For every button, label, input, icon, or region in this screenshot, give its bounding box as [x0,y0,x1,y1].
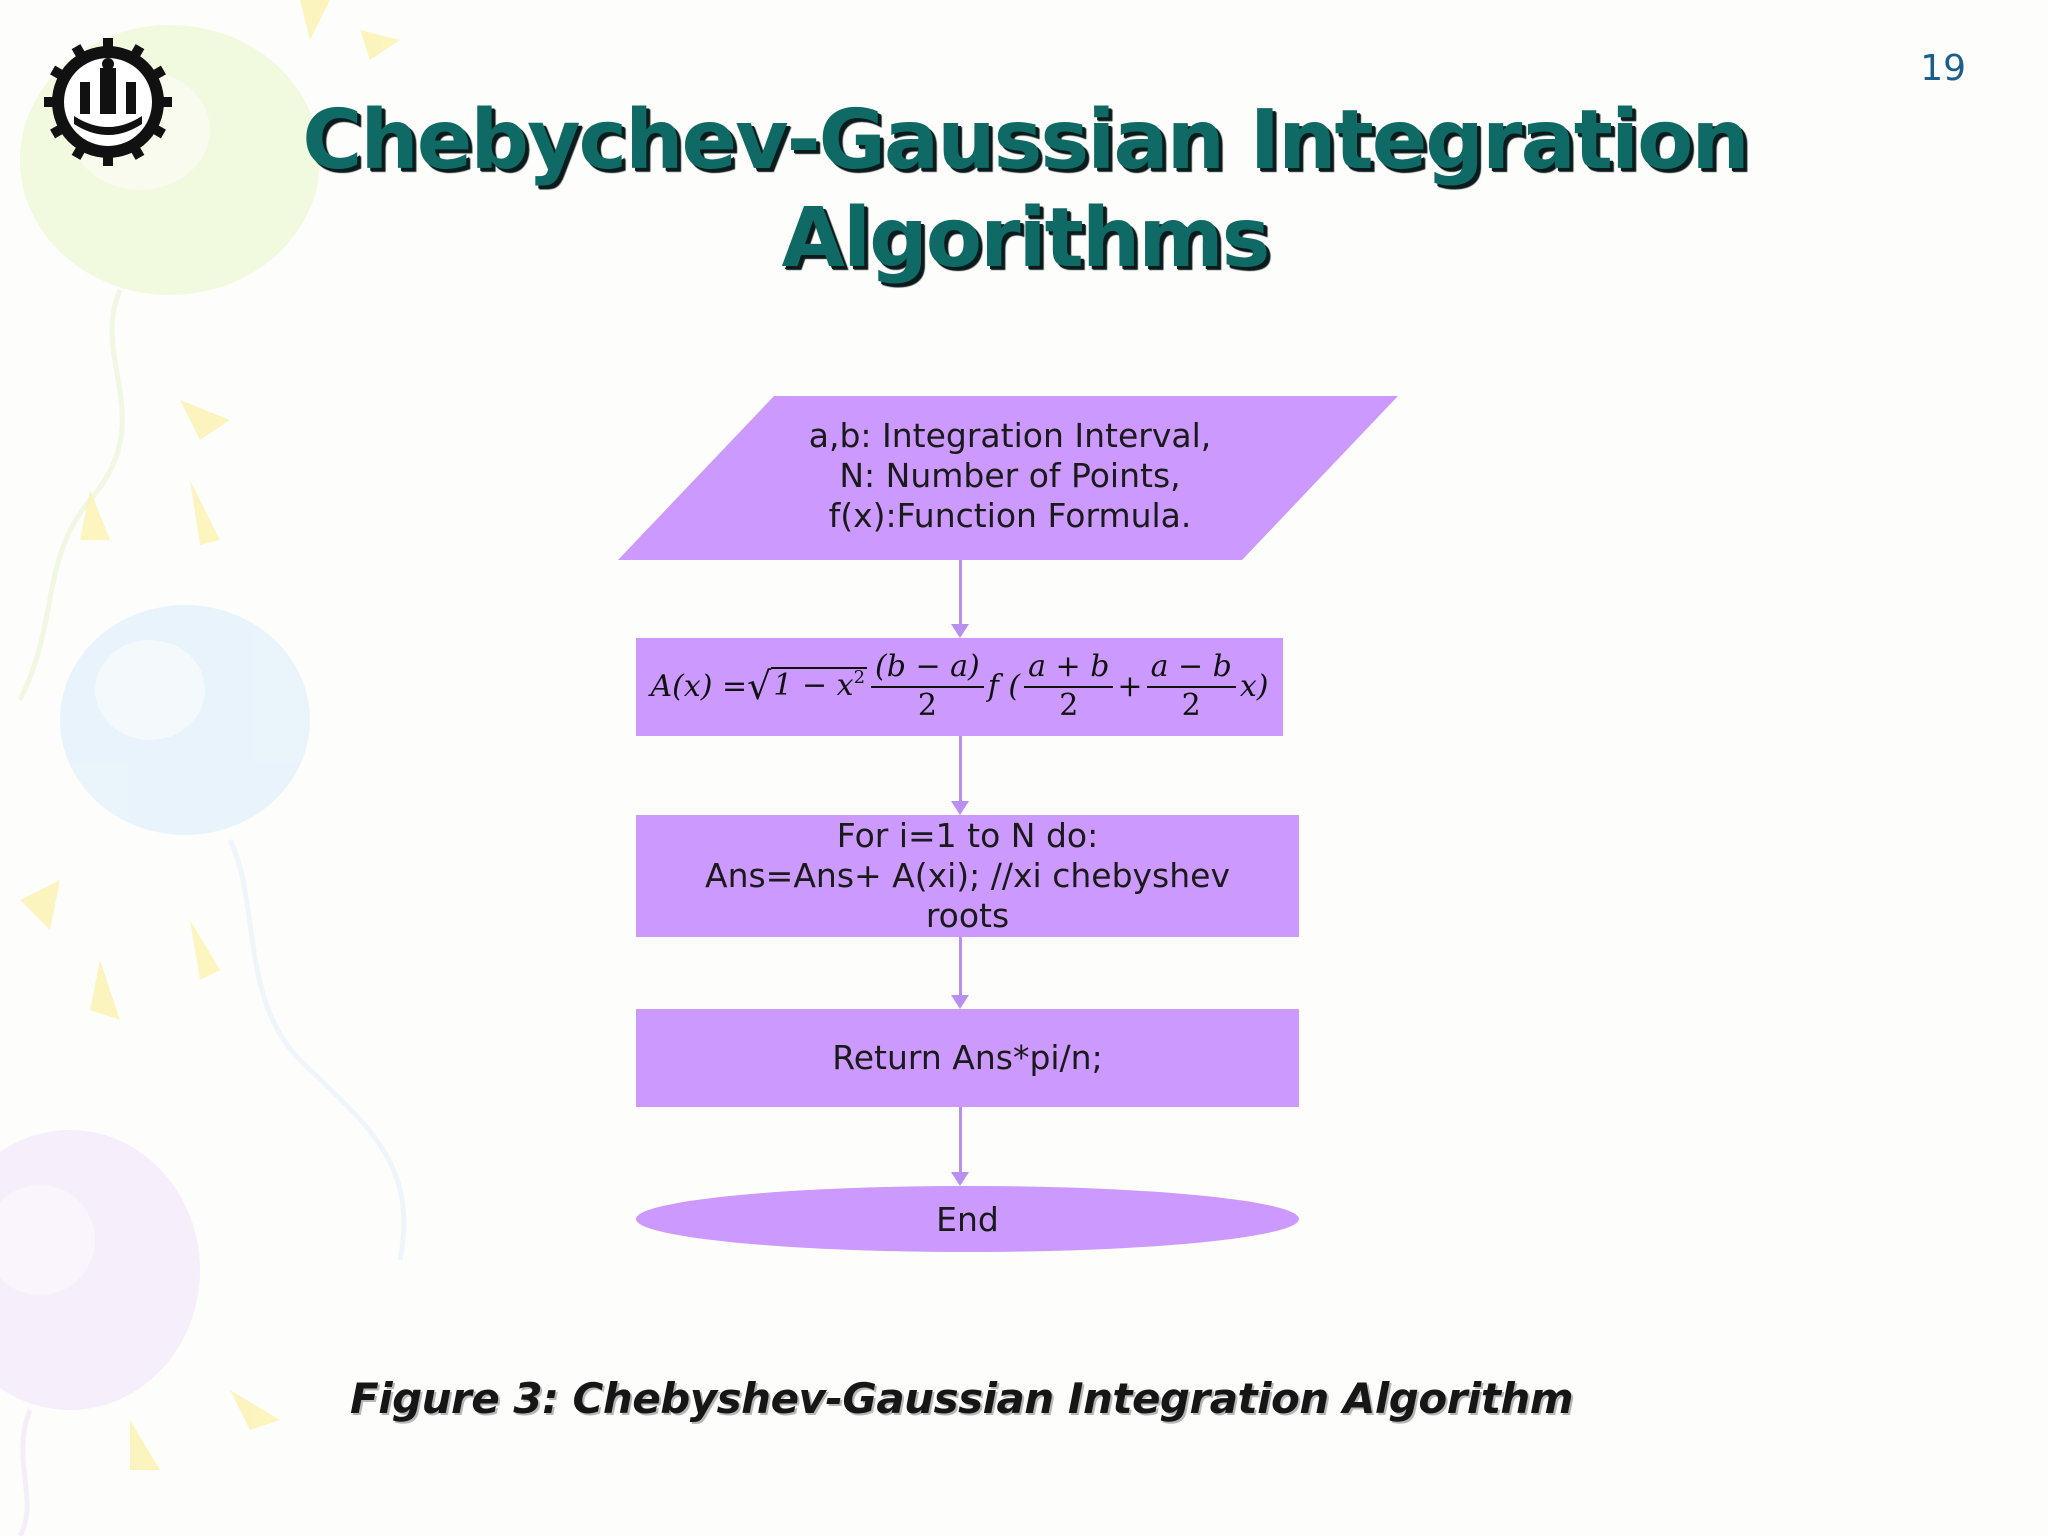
connector-4-arrow [951,1172,969,1186]
loop-line-3: roots [925,896,1010,935]
figure-caption: Figure 3: Chebyshev-Gaussian Integration… [350,1374,1574,1423]
input-line-interval: a,b: Integration Interval, [808,416,1212,455]
formula-plus: + [1117,669,1143,704]
formula-fraction-3: a − b 2 [1146,650,1236,724]
loop-process-box: For i=1 to N do: Ans=Ans+ A(xi); //xi ch… [636,815,1299,937]
formula: A(x) = √ 1 − x2 (b − a) 2 f ( a + b 2 + … [650,650,1268,724]
slide-title-line1: Chebychev-Gaussian Integration [302,93,1750,188]
return-process-box: Return Ans*pi/n; [636,1009,1299,1107]
formula-process-box: A(x) = √ 1 − x2 (b − a) 2 f ( a + b 2 + … [636,638,1283,736]
fraction-3-numerator: a − b [1146,650,1236,688]
formula-function-open: f ( [987,669,1021,704]
loop-line-2: Ans=Ans+ A(xi); //xi chebyshev [705,856,1230,895]
sqrt-symbol: √ [747,664,772,708]
slide-title: Chebychev-Gaussian Integration Algorithm… [240,92,1810,288]
connector-2-arrow [951,801,969,815]
end-terminator: End [636,1186,1299,1252]
input-line-function: f(x):Function Formula. [828,496,1192,535]
connector-1 [959,560,962,626]
connector-3-arrow [951,995,969,1009]
connector-2 [959,736,962,802]
sqrt-body: 1 − x2 [771,667,868,707]
connector-3 [959,937,962,997]
fraction-1-numerator: (b − a) [871,650,984,688]
formula-sqrt: √ 1 − x2 [747,664,868,708]
formula-fraction-2: a + b 2 [1024,650,1114,724]
input-block-text: a,b: Integration Interval, N: Number of … [700,416,1320,536]
fraction-2-numerator: a + b [1024,650,1114,688]
connector-4 [959,1107,962,1175]
slide-title-line2: Algorithms [781,191,1271,286]
end-text: End [936,1199,999,1239]
return-text: Return Ans*pi/n; [832,1038,1103,1077]
university-logo [44,38,172,166]
input-line-points: N: Number of Points, [839,456,1181,495]
sqrt-exponent: 2 [853,667,866,688]
slide-number: 19 [1920,48,1966,89]
input-parallelogram [618,396,1398,560]
connector-1-arrow [951,624,969,638]
loop-line-1: For i=1 to N do: [836,816,1099,855]
formula-lhs: A(x) = [650,669,748,704]
loop-text: For i=1 to N do: Ans=Ans+ A(xi); //xi ch… [705,816,1230,936]
fraction-2-denominator: 2 [1059,688,1079,723]
balloon-background [0,0,407,1536]
fraction-1-denominator: 2 [917,688,937,723]
formula-tail: x) [1239,669,1269,704]
fraction-3-denominator: 2 [1181,688,1201,723]
formula-fraction-1: (b − a) 2 [871,650,984,724]
